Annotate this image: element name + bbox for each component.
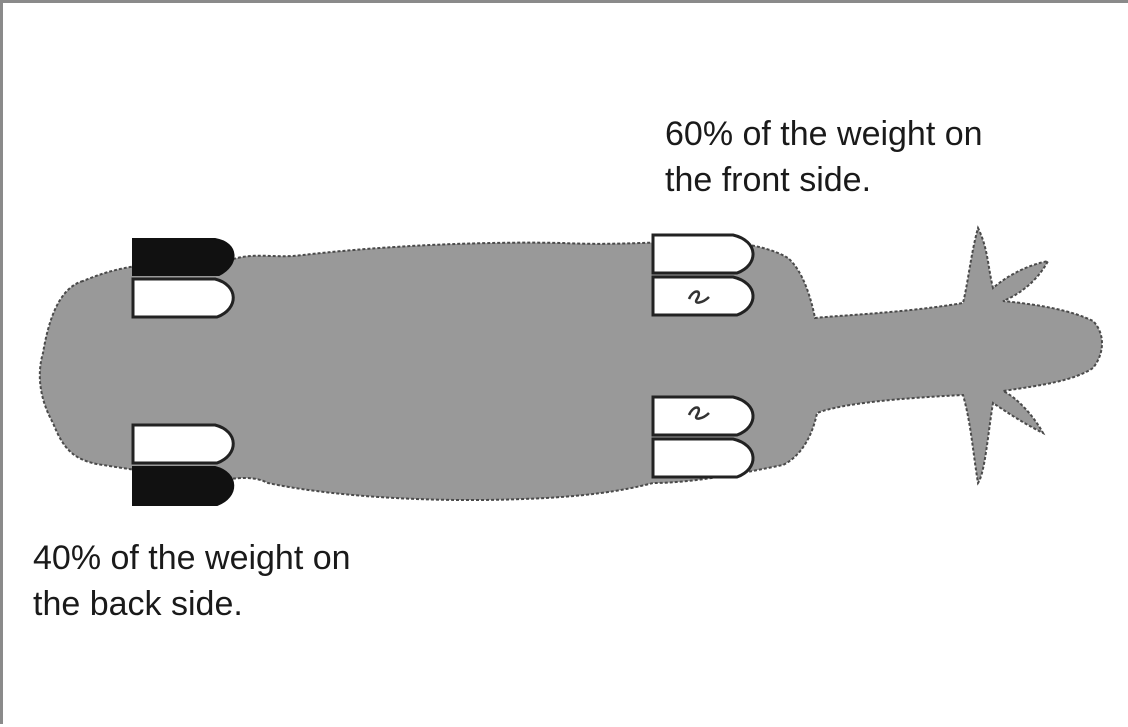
rear-left-outer-hoof-highlighted: [133, 239, 234, 275]
front-right-outer-hoof: [653, 439, 753, 477]
front-weight-caption-line2: the front side.: [665, 157, 1105, 203]
rear-left-inner-hoof: [133, 279, 233, 317]
front-left-outer-hoof: [653, 235, 753, 273]
front-left-inner-hoof: [653, 277, 753, 315]
back-weight-caption-line1: 40% of the weight on: [33, 535, 473, 581]
rear-right-outer-hoof-highlighted: [133, 467, 233, 505]
rear-right-inner-hoof: [133, 425, 233, 463]
front-weight-caption: 60% of the weight on the front side.: [665, 111, 1105, 203]
back-weight-caption-line2: the back side.: [33, 581, 473, 627]
back-weight-caption: 40% of the weight on the back side.: [33, 535, 473, 627]
front-weight-caption-line1: 60% of the weight on: [665, 111, 1105, 157]
